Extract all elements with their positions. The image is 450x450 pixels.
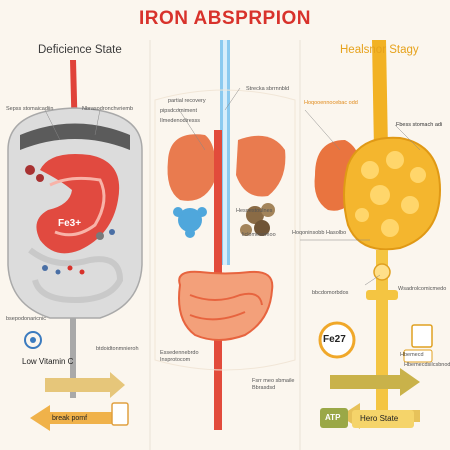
middle-blue-tube-highlight [223, 40, 227, 265]
left-dark-band [20, 123, 130, 150]
right-stomach-blob-3 [410, 167, 426, 183]
low-vitamin-label: Low Vitamin C [22, 357, 74, 366]
middle-brown-cluster-2 [261, 203, 275, 217]
right-label-bottom-right: Wsadrolcomicmedo [398, 286, 447, 292]
middle-label-right: Hesoestoulnes [236, 208, 273, 214]
right-stomach-blob-1 [361, 161, 379, 179]
low-vitamin-icon-core [30, 337, 36, 343]
middle-organ-right [236, 135, 286, 197]
left-label-top-right: Nbrasodronchvriemb [82, 106, 134, 112]
right-panel-art [314, 40, 442, 429]
left-arrow-left [30, 405, 120, 431]
right-battery-icon [411, 324, 433, 348]
atp-label: ATP [325, 413, 341, 422]
left-card-icon [111, 402, 129, 426]
right-label-bottom-left: bbcdomorbdos [312, 290, 349, 296]
diagram-title: IRON ABSPRPION [138, 8, 312, 29]
middle-intestine-fold-2 [189, 311, 246, 321]
right-column-node [373, 263, 391, 281]
middle-label-bottom-left: Essedennebrdo Insprotocom [160, 350, 199, 363]
middle-intestine [178, 270, 274, 341]
leader-lines [44, 87, 421, 286]
left-particle-2 [55, 269, 61, 275]
right-stomach-blob-6 [381, 219, 399, 237]
left-particle-3 [67, 265, 73, 271]
right-panel-title: Healsnor Stagy [340, 44, 419, 56]
right-stomach-blob-2 [386, 151, 404, 169]
left-stomach-fold [49, 176, 106, 237]
fe-circle [318, 321, 356, 359]
left-panel-title: Deficience State [38, 44, 122, 56]
middle-intestine-fold-1 [189, 292, 263, 306]
middle-organ-left [167, 134, 216, 201]
middle-brown-cluster-4 [240, 224, 252, 236]
right-label-top-left: Hoqooennocebac odd [304, 100, 358, 106]
right-stomach-blob-5 [401, 196, 419, 214]
middle-blue-molecule-lobe-3 [185, 228, 195, 238]
hero-state-label: Hero State [360, 414, 399, 423]
left-panel-art [7, 60, 143, 431]
left-spot-2 [36, 174, 44, 182]
left-stomach-text: Fe3+ [58, 218, 82, 229]
middle-blue-molecule [178, 208, 202, 232]
right-label-top-right: Fbess stomach adi [396, 122, 443, 128]
middle-label-top-left-3: Ilmedenodiresss [160, 118, 201, 124]
left-arrow-right [45, 372, 125, 398]
middle-label-mid-right: liclomesomoo [242, 232, 276, 238]
middle-label-top-left-2: pipsdcomiment [160, 108, 197, 114]
middle-panel-art [154, 40, 296, 430]
right-column-crossbar [366, 290, 398, 300]
left-intestine [28, 247, 124, 304]
right-stomach-blob-7 [355, 208, 369, 222]
left-label-top-left: Sepss stomaicadiin [6, 106, 54, 112]
middle-blue-molecule-lobe-2 [197, 207, 207, 217]
left-spot-1 [25, 165, 35, 175]
left-label-bottom-left: bsepodonaricnic [6, 316, 47, 322]
left-particle-1 [42, 265, 48, 271]
middle-outline [154, 89, 296, 371]
middle-brown-cluster-3 [254, 220, 270, 236]
right-arrow-right [330, 368, 420, 396]
middle-label-top-right: Strecka sbrrnnbld [246, 86, 290, 92]
right-label-mid-left: Hoqoninsobb Hasolbo [292, 230, 347, 236]
hero-state-banner [352, 410, 414, 428]
fe-label: Fe27 [323, 334, 346, 345]
right-label-mid-right-2: Hbemecdsilcsbnodbs [404, 362, 450, 368]
middle-label-top-left: partial recovery [168, 98, 206, 104]
middle-brown-cluster-1 [246, 206, 264, 224]
break-label: break pomf [52, 415, 88, 422]
middle-label-bottom-right: Fsrr meo sbmaile Bbrasdsd [252, 378, 295, 391]
left-particle-6 [109, 229, 115, 235]
right-label-mid-right: Hbemecd [400, 352, 424, 358]
right-small-card [403, 349, 433, 363]
left-particle-4 [79, 269, 85, 275]
left-particle-5 [96, 232, 104, 240]
atp-badge [320, 408, 348, 428]
right-esophagus [372, 40, 388, 150]
left-label-bottom-right: btdoidtonmnieroh [96, 346, 139, 352]
low-vitamin-icon [24, 331, 42, 349]
middle-blue-molecule-lobe-1 [173, 207, 183, 217]
right-stomach-blob-4 [370, 185, 390, 205]
left-stem [70, 318, 76, 398]
